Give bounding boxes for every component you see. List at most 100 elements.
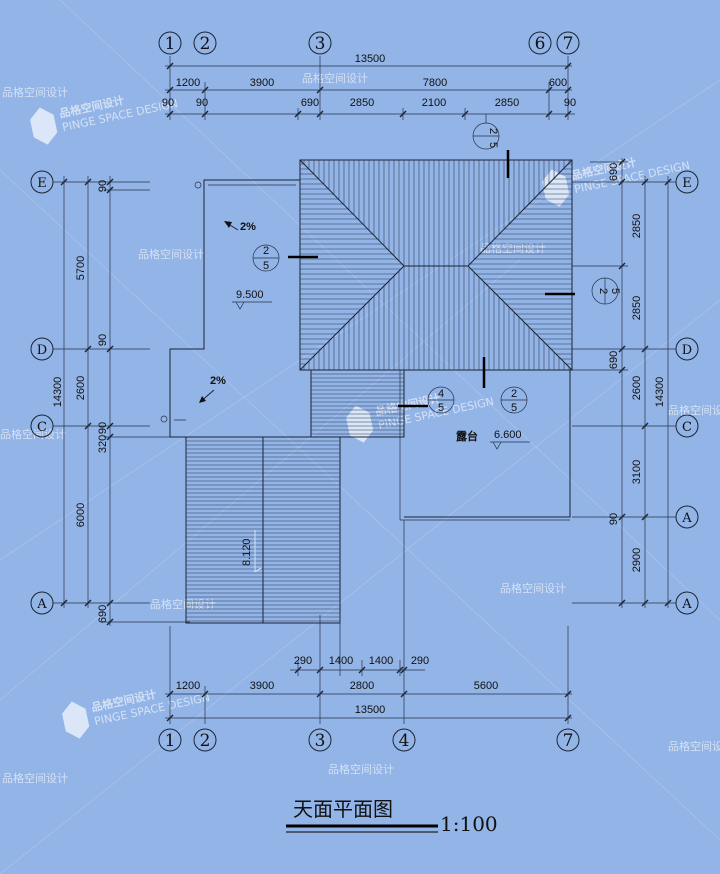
dim-text: 1400 [369,655,393,667]
elevation-text: 9.500 [236,289,264,301]
dim-text: 13500 [355,704,386,716]
dim-text: 2600 [631,376,643,400]
dimensions-top: 13500 1200 3900 7800 600 90 90 690 2850 … [162,53,576,120]
watermark-text: 品格空间设计 [668,403,720,417]
watermark-text: 品格空间设计 [668,739,720,753]
axis-label: 6 [535,34,546,54]
elevation-text: 8.120 [241,538,253,566]
dim-text: 1200 [176,680,200,692]
axis-label: C [37,420,47,435]
watermark-text: 品格空间设计 [302,71,368,85]
watermark-text: 品格空间设计 [500,581,566,595]
svg-text:2: 2 [263,245,269,257]
axis-label: A [681,597,692,612]
dim-text: 6000 [75,503,87,527]
elevation-text: 6.600 [494,429,522,441]
watermark-text: 品格空间设计 [2,85,68,99]
dim-text: 3900 [250,680,274,692]
dim-text: 2600 [75,376,87,400]
grid-axes-top: 1 2 3 6 7 [158,31,580,55]
middle-roof [310,369,405,438]
watermark-text: 品格空间设计 [480,241,546,255]
axis-label: 7 [563,731,574,751]
dim-text: 2850 [495,97,519,109]
dim-text: 690 [301,97,319,109]
svg-text:5: 5 [487,142,499,148]
svg-text:2: 2 [511,388,517,400]
dim-text: 90 [608,513,620,525]
section-mark: 4 5 [398,386,455,414]
axis-label: 4 [399,731,410,751]
slope-text: 2% [210,375,226,387]
grid-axes-right: E D C A A 690 2850 2850 690 [572,158,699,615]
axis-label: 3 [315,731,326,751]
section-mark: 2 5 [472,114,510,178]
room-label: 露台 [456,429,478,443]
dim-text: 14300 [52,377,64,408]
axis-label: 1 [165,731,176,751]
dim-text: 2800 [350,680,374,692]
axis-label: 2 [200,731,211,751]
watermark-text: 品格空间设计 [138,247,204,261]
dim-text: 320 [97,435,109,453]
dim-text: 2850 [350,97,374,109]
dim-text: 14300 [654,377,666,408]
watermark-text: 品格空间设计 [2,771,68,785]
svg-text:5: 5 [263,260,269,272]
svg-text:5: 5 [609,288,621,294]
axis-label: A [36,597,47,612]
dim-text: 5600 [474,680,498,692]
dim-text: 2850 [631,296,643,320]
dim-text: 5700 [75,256,87,280]
slope-text: 2% [240,221,256,233]
dimensions-bottom: 290 1400 1400 290 1200 3900 2800 5600 13… [165,520,572,724]
axis-label: 3 [315,34,326,54]
hipped-roof [299,159,573,371]
axis-label: 7 [563,34,574,54]
dim-text: 2850 [631,214,643,238]
svg-text:5: 5 [438,402,444,414]
dim-text: 90 [162,97,174,109]
dim-text: 90 [564,97,576,109]
svg-text:5: 5 [511,402,517,414]
dim-text: 90 [97,180,109,192]
grid-axes-left: E D C A 14300 90 5700 90 2600 320 90 [30,170,190,626]
axis-label: E [682,176,692,191]
drawing-scale: 1:100 [440,812,498,836]
dim-text: 90 [97,422,109,434]
axis-label: C [682,420,692,435]
section-mark: 2 5 [545,277,621,305]
dim-text: 2900 [631,548,643,572]
dim-text: 690 [608,163,620,181]
dim-text: 13500 [355,53,386,65]
dim-text: 3900 [250,77,274,89]
svg-text:2: 2 [597,288,609,294]
dim-text: 2100 [422,97,446,109]
axis-label: 1 [165,34,176,54]
axis-label: D [682,343,692,358]
axis-label: D [37,343,47,358]
section-marks: 2 5 2 5 2 5 4 5 2 [252,114,621,414]
dim-text: 3100 [631,460,643,484]
dim-text: 290 [294,655,312,667]
dim-text: 690 [608,351,620,369]
grid-axes-bottom: 1 2 3 4 7 [158,728,580,752]
dim-text: 90 [97,334,109,346]
drawing-title: 天面平面图 [293,797,393,821]
axis-label: A [681,511,692,526]
dim-text: 600 [549,77,567,89]
watermark-text: 品格空间设计 [0,427,66,441]
dim-text: 690 [97,605,109,623]
slope-arrows: 2% 2% [199,221,256,403]
svg-text:4: 4 [438,388,444,400]
dim-text: 90 [196,97,208,109]
drawing-title-block: 天面平面图 1:100 [286,797,498,836]
watermark-text: 品格空间设计 [150,597,216,611]
axis-label: 2 [200,34,211,54]
watermark-text: 品格空间设计 [328,762,394,776]
elevation-marks: 9.500 6.600 8.120 露台 [232,289,530,573]
section-mark: 2 5 [252,244,318,272]
svg-text:2: 2 [487,128,499,134]
